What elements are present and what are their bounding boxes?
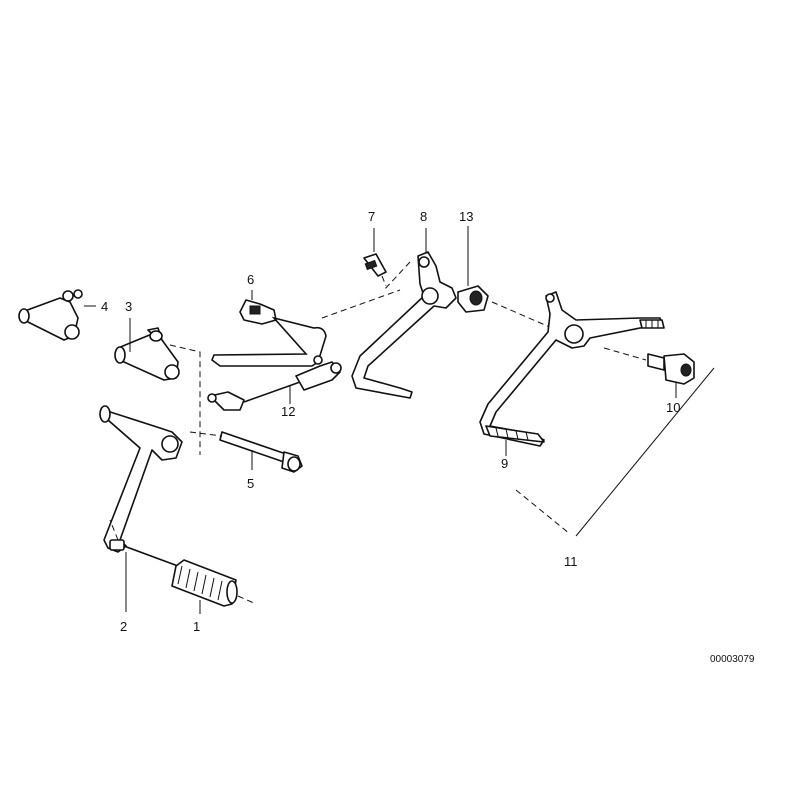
guide-line-13: [491, 301, 553, 329]
guide-line-rod: [321, 289, 401, 319]
label-part-2: 2: [120, 619, 127, 634]
bracket-11-left: [515, 489, 571, 535]
guide-line-2: [109, 519, 119, 541]
label-part-5: 5: [247, 476, 254, 491]
guide-line-5: [189, 431, 223, 437]
label-part-8: 8: [420, 209, 427, 224]
guide-line-10: [603, 347, 647, 361]
shift-rod: [211, 316, 327, 367]
part-11-brake-pedal-assembly: [479, 291, 665, 447]
bracket-11-right: [575, 367, 715, 537]
guide-line-3: [169, 344, 201, 455]
part-6-clip: [239, 299, 277, 325]
label-part-1: 1: [193, 619, 200, 634]
part-10-shoulder-bolt: [647, 353, 695, 385]
label-part-9: 9: [501, 456, 508, 471]
part-3-shift-shaft: [114, 327, 180, 381]
part-7-nipple: [363, 253, 387, 277]
label-part-10: 10: [666, 400, 680, 415]
part-9-pedal-pad: [485, 425, 545, 443]
part-12-shift-rod: [207, 355, 342, 411]
part-1-rubber-grip: [171, 559, 238, 607]
part-shift-lever: [99, 405, 183, 567]
part-8-brake-pedal: [351, 251, 457, 399]
label-part-4: 4: [101, 299, 108, 314]
label-part-11: 11: [564, 554, 578, 569]
part-13-bushing: [457, 285, 489, 313]
part-5-bolt: [219, 431, 303, 473]
label-part-6: 6: [247, 272, 254, 287]
guide-line-1: [237, 595, 257, 605]
diagram-code: 00003079: [710, 654, 755, 665]
guide-line-8: [383, 261, 411, 291]
part-4-shift-shaft: [18, 289, 83, 341]
label-part-13: 13: [459, 209, 473, 224]
label-part-7: 7: [368, 209, 375, 224]
label-part-3: 3: [125, 299, 132, 314]
label-part-12: 12: [281, 404, 295, 419]
guide-line-7: [381, 275, 387, 287]
